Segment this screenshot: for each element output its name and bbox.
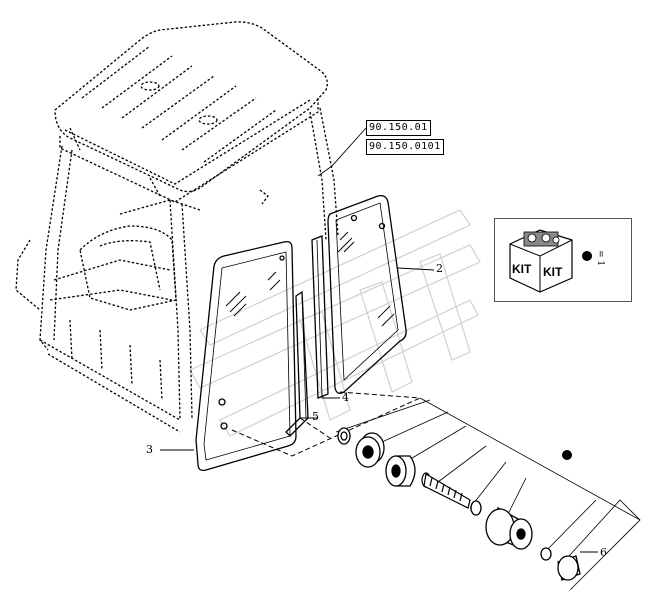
bushing (385, 455, 416, 487)
kit-label-right: KIT (543, 265, 563, 279)
kit-legend-bullet (582, 251, 592, 261)
explode-axis-lines (335, 397, 641, 591)
side-window-glass (195, 240, 297, 472)
clip-washer (337, 427, 351, 445)
grommet (355, 432, 385, 468)
callout-6: 6 (600, 546, 607, 559)
kit-bullet (562, 450, 572, 460)
kit-box-icon: KIT KIT = 1 (509, 229, 605, 293)
small-clip (540, 547, 552, 561)
cab-frame (15, 107, 339, 433)
vertical-rubber-strip (311, 235, 329, 399)
callout-leaders (160, 127, 598, 553)
watermark-logo (189, 209, 481, 437)
cylindrical-spacer (485, 506, 533, 550)
reference-code-2[interactable]: 90.150.0101 (366, 139, 444, 155)
callout-2: 2 (436, 262, 443, 275)
kit-legend-text: = 1 (595, 250, 605, 266)
callout-5: 5 (312, 410, 319, 423)
threaded-bolt (421, 472, 471, 509)
rear-window-glass (327, 194, 407, 394)
callout-4: 4 (342, 391, 349, 404)
assembly-guide-lines (231, 391, 421, 457)
cab-roof (54, 21, 328, 203)
end-cap (557, 555, 581, 581)
small-washer (470, 500, 482, 516)
reference-code-1[interactable]: 90.150.01 (366, 120, 431, 136)
kit-label-left: KIT (512, 262, 532, 276)
callout-3: 3 (146, 443, 153, 456)
